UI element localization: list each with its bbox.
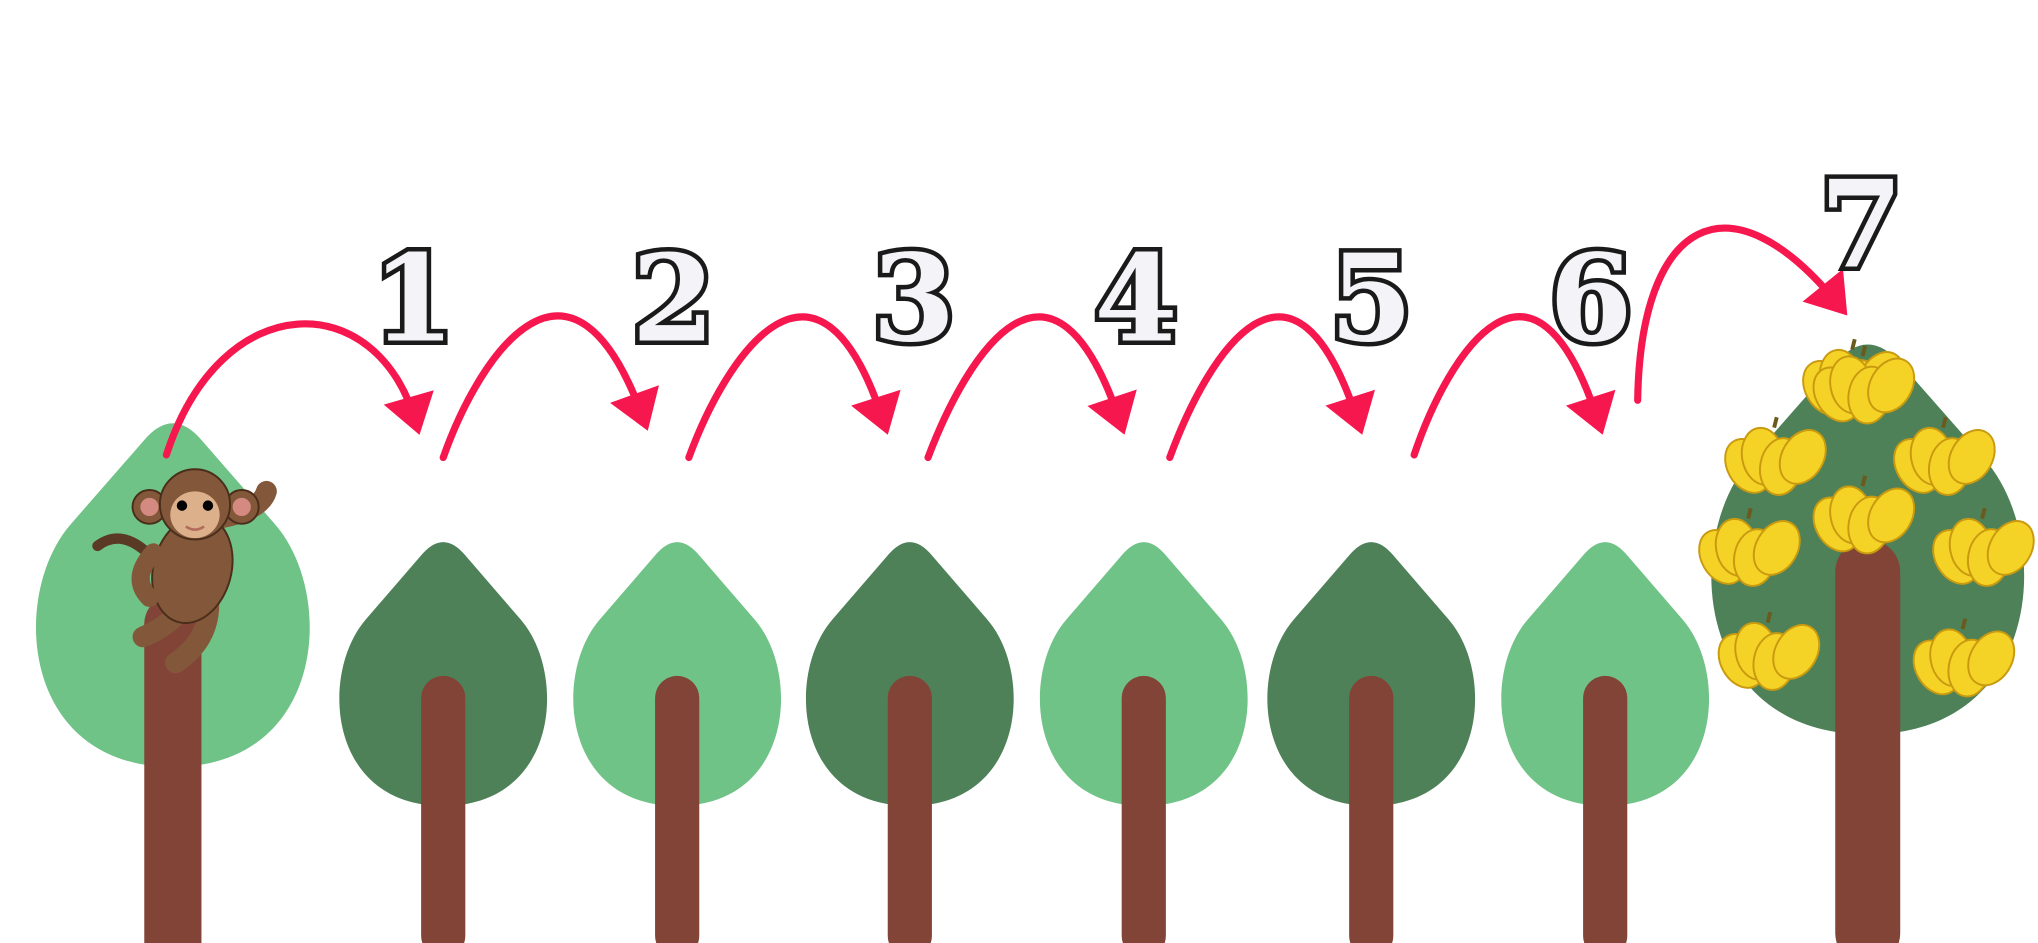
banana-bunch-icon — [1912, 618, 2016, 698]
monkey-eye — [202, 500, 214, 511]
jump-arrow-1 — [162, 320, 420, 459]
jump-arrow-5 — [1166, 313, 1362, 462]
monkey-ear-inner — [232, 497, 251, 517]
banana-bunch-icon — [1717, 611, 1821, 691]
banana-stem — [1746, 507, 1753, 520]
tree-step — [1039, 542, 1248, 943]
tree-step — [339, 542, 548, 943]
banana — [1986, 520, 2035, 576]
banana — [1967, 630, 2016, 687]
banana — [1867, 487, 1916, 544]
jump-arrow-4 — [924, 313, 1124, 462]
arrowhead-icon — [1565, 389, 1616, 435]
tree-step — [805, 542, 1014, 943]
tree-leaves — [805, 542, 1014, 806]
monkey-arm-left — [131, 543, 163, 607]
arrowhead-icon — [1325, 389, 1375, 435]
banana — [1772, 624, 1821, 680]
jump-number-5: 5 — [1330, 230, 1413, 370]
banana-bunch-icon — [1893, 416, 1996, 496]
banana — [1778, 429, 1827, 485]
jump-arrow-6 — [1410, 313, 1603, 459]
monkey-eye — [176, 500, 188, 511]
banana-stem — [1850, 338, 1857, 351]
banana-bunch-icon — [1932, 507, 2035, 587]
jump-numbers: 1 2 3 4 5 6 7 — [367, 151, 1907, 374]
tree-step — [1267, 542, 1476, 943]
banana — [1867, 357, 1916, 414]
arrowhead-icon — [383, 390, 434, 435]
arrowhead-icon — [610, 385, 659, 431]
banana-bunch-icon — [1812, 345, 1916, 425]
tree-goal — [1698, 338, 2035, 943]
banana-bunch-icon — [1698, 507, 1801, 587]
banana-stem — [1941, 416, 1948, 429]
tree-leaves — [1267, 542, 1476, 806]
jump-number-3: 3 — [872, 230, 955, 370]
jump-number-4: 4 — [1094, 230, 1177, 370]
banana-stem — [1980, 507, 1987, 520]
tree-step — [1501, 542, 1710, 943]
tree-leaves — [1501, 542, 1710, 806]
jump-arrow-7 — [1634, 224, 1843, 404]
banana-stem — [1960, 618, 1968, 630]
tree-leaves — [573, 542, 782, 806]
trees — [35, 338, 2035, 943]
jump-number-1: 1 — [372, 230, 455, 370]
banana-stem — [1860, 345, 1868, 357]
banana-stem — [1765, 611, 1773, 624]
banana — [1752, 520, 1801, 576]
banana-bunch-icon — [1812, 475, 1916, 555]
arrowhead-icon — [1802, 268, 1848, 316]
jump-arrow-3 — [685, 313, 888, 462]
banana — [1947, 429, 1996, 485]
jump-arrows — [162, 224, 1848, 462]
monkey-ear-inner — [140, 497, 159, 517]
monkey-mouth — [185, 525, 205, 531]
banana-stem — [1860, 475, 1868, 487]
monkey — [92, 468, 277, 674]
arrowhead-icon — [851, 389, 901, 435]
jump-number-2: 2 — [632, 230, 715, 370]
jump-arrow-2 — [439, 312, 647, 462]
arrowhead-icon — [1087, 389, 1137, 435]
banana-stem — [1772, 416, 1779, 429]
jump-number-6: 6 — [1549, 230, 1632, 370]
tree-leaves — [339, 542, 548, 806]
jump-number-7: 7 — [1820, 155, 1903, 295]
tree-leaves — [1039, 542, 1248, 806]
tree-step — [573, 542, 782, 943]
monkey-face — [170, 491, 220, 539]
banana-bunch-icon — [1724, 416, 1827, 496]
